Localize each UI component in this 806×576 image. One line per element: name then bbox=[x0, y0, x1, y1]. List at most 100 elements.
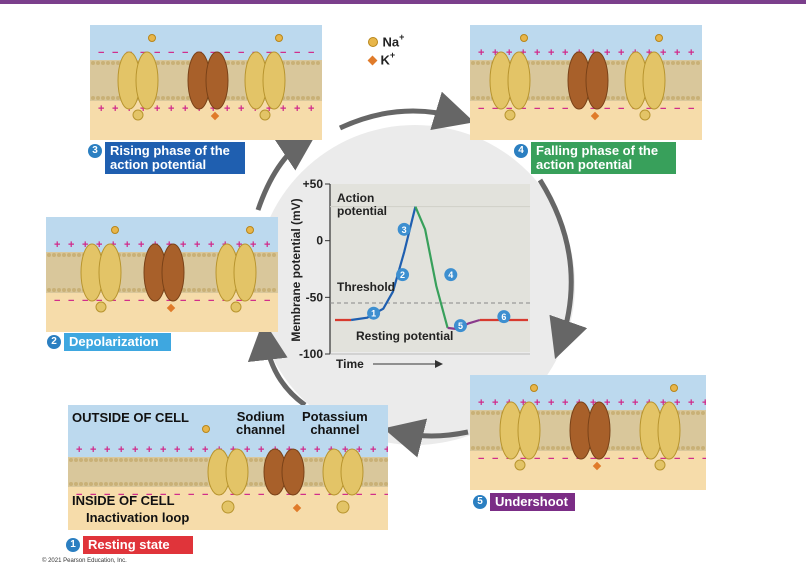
phase-marker-label: 1 bbox=[371, 309, 376, 319]
lipid-head bbox=[611, 61, 615, 65]
lipid-head bbox=[272, 288, 276, 292]
y-tick-label: -50 bbox=[306, 290, 324, 304]
lipid-head bbox=[207, 253, 211, 257]
lipid-head bbox=[476, 96, 480, 100]
panel-depolarization: +−+−+−+−+−+−+−+−+−+−+−+−+−+−+−+− bbox=[46, 217, 278, 332]
lipid-head bbox=[249, 482, 253, 486]
charge-sign: + bbox=[478, 397, 484, 409]
charge-sign: + bbox=[258, 444, 264, 456]
lipid-head bbox=[226, 96, 230, 100]
charge-sign: − bbox=[90, 489, 96, 501]
lipid-head bbox=[481, 411, 485, 415]
lipid-head bbox=[106, 61, 110, 65]
lipid-head bbox=[176, 61, 180, 65]
lipid-head bbox=[119, 482, 123, 486]
lipid-head bbox=[119, 458, 123, 462]
lipid-head bbox=[309, 482, 313, 486]
lipid-head bbox=[471, 96, 475, 100]
lipid-head bbox=[686, 446, 690, 450]
lipid-head bbox=[566, 446, 570, 450]
lipid-head bbox=[471, 61, 475, 65]
lipid-head bbox=[696, 446, 700, 450]
lipid-head bbox=[566, 96, 570, 100]
lipid-head bbox=[262, 253, 266, 257]
arrow-1-to-2 bbox=[247, 320, 307, 408]
lipid-head bbox=[291, 61, 295, 65]
charge-sign: − bbox=[238, 47, 244, 59]
lipid-head bbox=[374, 458, 378, 462]
charge-sign: − bbox=[688, 453, 694, 465]
charge-sign: − bbox=[618, 103, 624, 115]
lipid-head bbox=[67, 253, 71, 257]
charge-sign: + bbox=[308, 103, 314, 115]
charge-sign: + bbox=[294, 103, 300, 115]
charge-sign: + bbox=[168, 103, 174, 115]
lipid-head bbox=[681, 96, 685, 100]
lipid-head bbox=[696, 411, 700, 415]
arrow-4-to-5 bbox=[537, 178, 588, 360]
falling-segment bbox=[414, 206, 449, 329]
lipid-head bbox=[551, 96, 555, 100]
charge-sign: + bbox=[244, 444, 250, 456]
legend-na-sup: + bbox=[399, 32, 405, 42]
lipid-head bbox=[257, 288, 261, 292]
charge-sign: − bbox=[660, 453, 666, 465]
charge-sign: + bbox=[702, 397, 706, 409]
lipid-head bbox=[236, 96, 240, 100]
na-ion bbox=[520, 34, 528, 42]
charge-sign: − bbox=[250, 295, 256, 307]
lipid-head bbox=[156, 96, 160, 100]
lipid-head bbox=[181, 61, 185, 65]
charge-sign: − bbox=[478, 103, 484, 115]
lipid-head bbox=[476, 61, 480, 65]
lipid-head bbox=[69, 482, 73, 486]
lipid-head bbox=[154, 458, 158, 462]
inactivation-loop-label: Inactivation loop bbox=[86, 510, 190, 525]
lipid-head bbox=[691, 411, 695, 415]
lipid-head bbox=[701, 411, 705, 415]
lipid-head bbox=[536, 96, 540, 100]
lipid-head bbox=[286, 96, 290, 100]
charge-sign: − bbox=[180, 295, 186, 307]
charge-sign: + bbox=[506, 47, 512, 59]
charge-sign: + bbox=[96, 239, 102, 251]
legend: Na+ K+ bbox=[367, 32, 404, 68]
lipid-head bbox=[106, 96, 110, 100]
lipid-head bbox=[691, 61, 695, 65]
legend-na: Na+ bbox=[368, 32, 404, 50]
graph-plot-area bbox=[330, 184, 530, 352]
charge-sign: − bbox=[384, 489, 388, 501]
sodium-channel-half bbox=[262, 51, 286, 110]
lipid-head bbox=[111, 96, 115, 100]
lipid-head bbox=[144, 458, 148, 462]
y-ticks: +500-50-100 bbox=[299, 177, 330, 361]
lipid-head bbox=[311, 96, 315, 100]
lipid-head bbox=[192, 288, 196, 292]
charge-sign: − bbox=[314, 489, 320, 501]
lipid-head bbox=[192, 253, 196, 257]
charge-sign: + bbox=[562, 397, 568, 409]
charge-sign: + bbox=[548, 397, 554, 409]
inactivation-gate bbox=[654, 459, 666, 471]
charge-sign: + bbox=[238, 103, 244, 115]
charge-sign: − bbox=[534, 103, 540, 115]
sodium-channel-label: Sodium channel bbox=[236, 410, 285, 436]
lipid-head bbox=[374, 482, 378, 486]
charge-sign: + bbox=[548, 47, 554, 59]
charge-sign: − bbox=[562, 103, 568, 115]
lipid-head bbox=[122, 288, 126, 292]
na-ion bbox=[148, 34, 156, 42]
charge-sign: − bbox=[188, 489, 194, 501]
na-ion bbox=[202, 425, 210, 433]
charge-sign: − bbox=[76, 489, 82, 501]
inactivation-gate bbox=[259, 109, 271, 121]
lipid-head bbox=[186, 61, 190, 65]
lipid-head bbox=[291, 96, 295, 100]
lipid-head bbox=[202, 288, 206, 292]
charge-sign: − bbox=[174, 489, 180, 501]
lipid-head bbox=[116, 61, 120, 65]
x-axis-label: Time bbox=[336, 357, 364, 371]
lipid-head bbox=[114, 482, 118, 486]
charge-sign: + bbox=[356, 444, 362, 456]
